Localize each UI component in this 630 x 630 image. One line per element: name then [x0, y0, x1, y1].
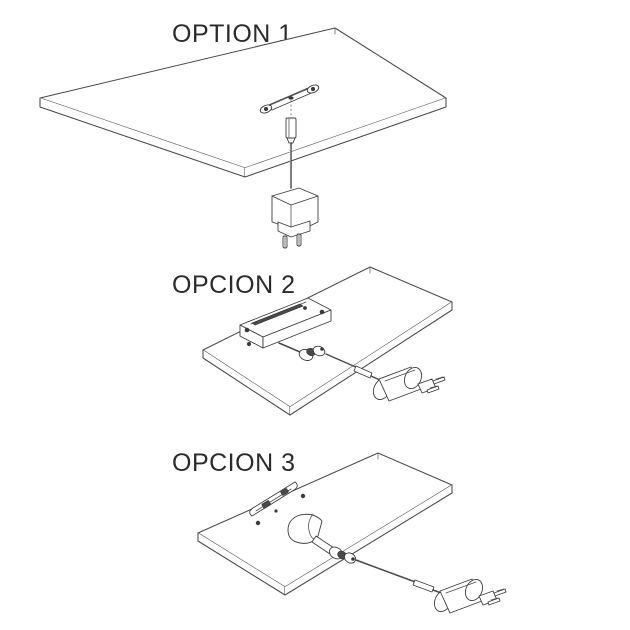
option-block-1: OPTION 1	[0, 0, 630, 255]
option-1-power-adapter	[271, 187, 319, 249]
option-2-inline-connector	[298, 345, 326, 361]
option-3-title: OPCION 3	[172, 449, 295, 477]
option-3-power-adapter	[433, 578, 507, 614]
option-3-inline-connector	[328, 546, 357, 564]
option-2-power-cable	[278, 342, 392, 386]
option-block-2: OPCION 2	[0, 255, 630, 435]
option-2-power-adapter	[372, 366, 446, 402]
option-2-driver-box	[239, 297, 332, 349]
option-1-panel	[39, 27, 447, 178]
option-1-power-cable	[285, 100, 297, 189]
option-2-panel	[202, 266, 453, 416]
option-1-mounting-bracket	[259, 84, 320, 114]
option-3-panel	[197, 452, 453, 596]
option-2-title: OPCION 2	[172, 271, 295, 299]
option-block-3: OPCION 3	[0, 435, 630, 630]
option-3-sensor-bracket	[249, 481, 306, 526]
